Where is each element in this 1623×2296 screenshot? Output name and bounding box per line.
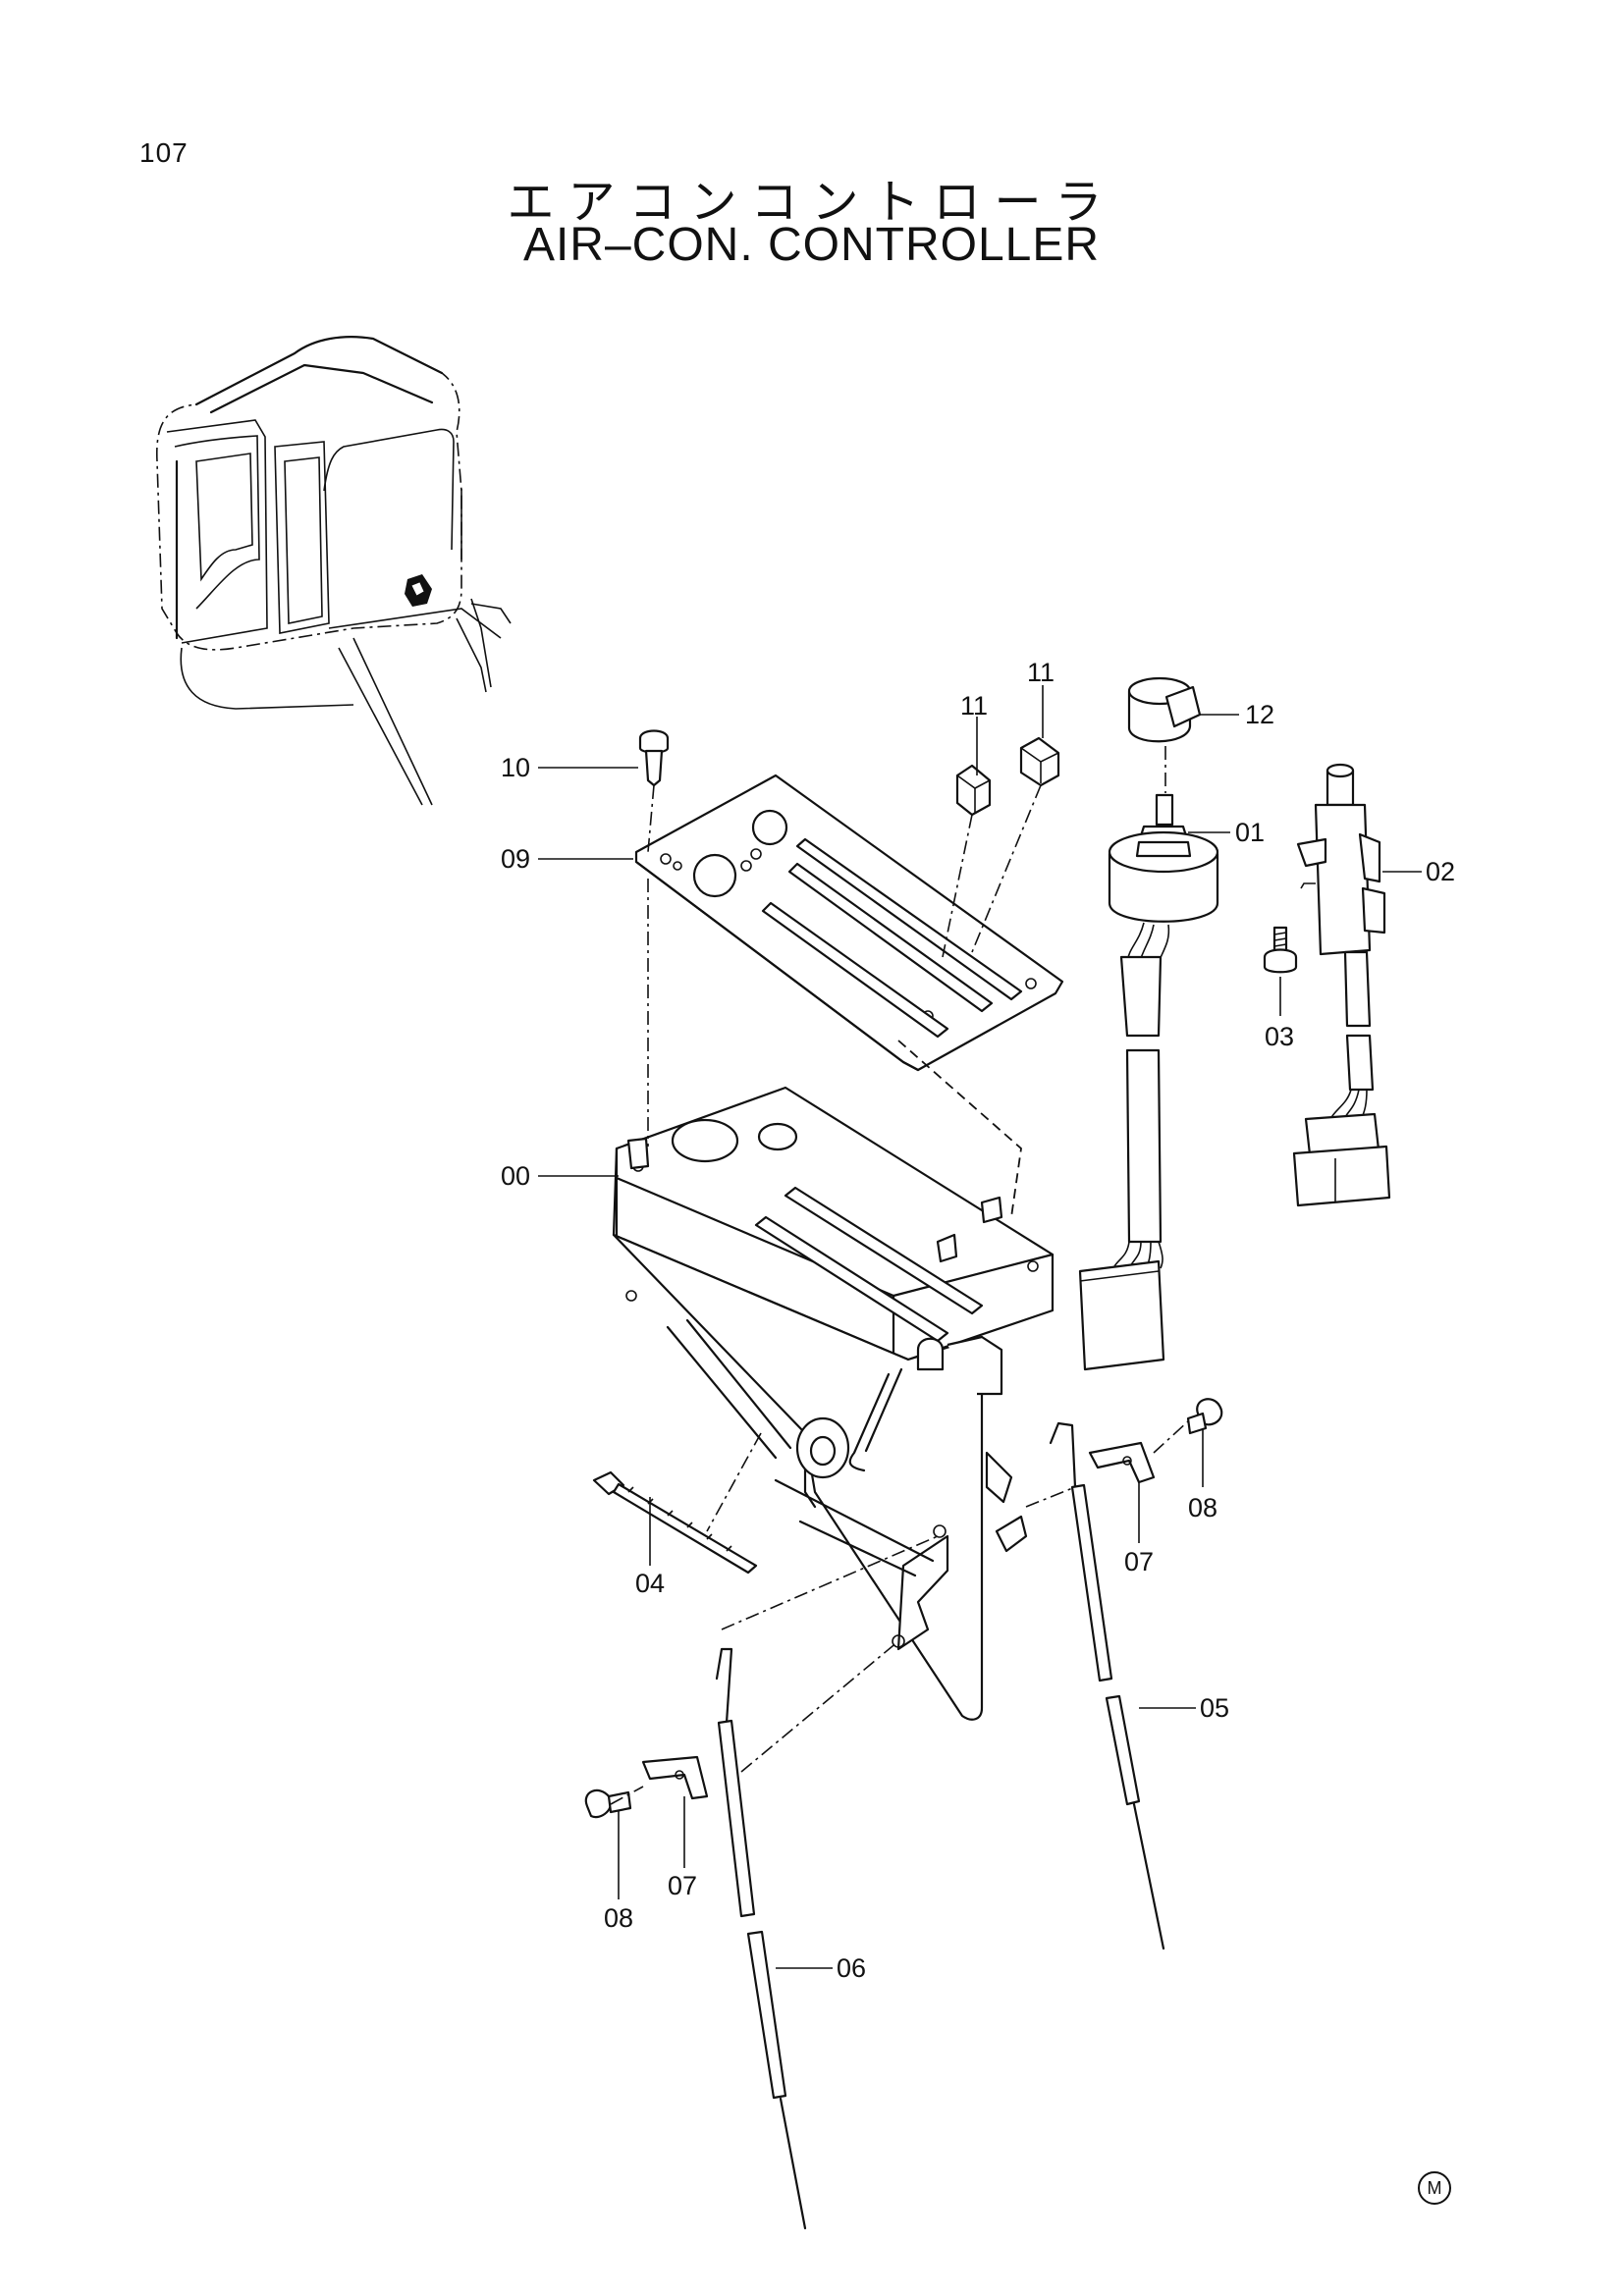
pin-10 [638, 729, 670, 787]
callout-06: 06 [837, 1953, 866, 1983]
rotary-switch [1078, 793, 1219, 1371]
slider-knob-left [955, 764, 992, 817]
cab-overview-illustration [156, 336, 512, 806]
callout-07a: 07 [1124, 1547, 1154, 1576]
callout-11b: 11 [1027, 658, 1055, 687]
cab-controller-marker [405, 574, 432, 607]
page-number: 107 [139, 137, 189, 168]
screw-08-lower [584, 1789, 632, 1819]
callout-01: 01 [1235, 818, 1265, 847]
control-cable-06 [715, 1647, 807, 2230]
title-english: AIR–CON. CONTROLLER [522, 219, 1101, 271]
callout-10: 10 [501, 753, 530, 782]
assembly-center-lines [610, 746, 1189, 1805]
corner-mark: M [1418, 2171, 1451, 2205]
controller-bracket [612, 1086, 1055, 1721]
callout-08a: 08 [1188, 1493, 1217, 1522]
callout-09: 09 [501, 844, 530, 874]
rotary-knob [1127, 676, 1202, 743]
callout-04: 04 [635, 1569, 665, 1598]
title-japanese: エアコンコントローラ [507, 175, 1116, 230]
callout-12: 12 [1245, 700, 1274, 729]
callout-00: 00 [501, 1161, 530, 1191]
control-cable-05 [1049, 1421, 1165, 1950]
cover-plate [634, 774, 1064, 1072]
screw-08-upper [1186, 1398, 1223, 1435]
callout-07b: 07 [668, 1871, 697, 1900]
callout-03: 03 [1265, 1022, 1294, 1051]
callout-labels: 10 09 00 11 11 12 01 02 03 04 05 06 07 0… [501, 658, 1455, 1983]
callout-11a: 11 [960, 691, 988, 721]
toggle-switch [1292, 763, 1391, 1207]
cable-clamp-lower [641, 1755, 709, 1800]
callout-08b: 08 [604, 1903, 633, 1933]
cable-clamp-upper [1088, 1441, 1156, 1484]
screw-03 [1263, 882, 1316, 974]
callout-05: 05 [1200, 1693, 1229, 1723]
slider-knob-right [1019, 736, 1060, 787]
callout-02: 02 [1426, 857, 1455, 886]
leader-lines [538, 685, 1422, 1969]
